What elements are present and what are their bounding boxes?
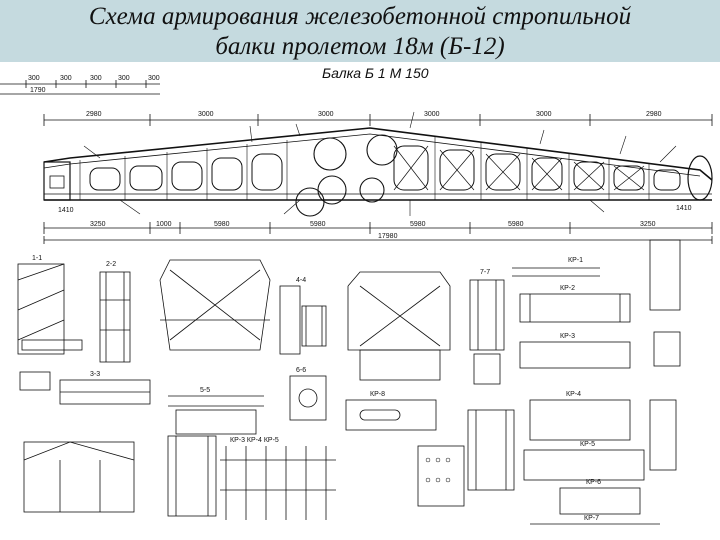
section-label-6: 6-6 xyxy=(296,367,306,374)
slide-title-line-1: Схема армирования железобетонной стропил… xyxy=(88,3,632,30)
left-dim-2: 300 xyxy=(60,75,72,82)
top-dim-1: 2980 xyxy=(86,111,102,118)
top-dim-3: 3000 xyxy=(318,111,334,118)
section-label-1: 1-1 xyxy=(32,255,42,262)
left-dim-5: 300 xyxy=(148,75,160,82)
bottom-dim-2: 1000 xyxy=(156,221,172,228)
top-dim-2: 3000 xyxy=(198,111,214,118)
bottom-dim-3: 5980 xyxy=(214,221,230,228)
top-dim-6: 2980 xyxy=(646,111,662,118)
frame-label-3: КР-3 xyxy=(560,333,575,340)
section-label-7: 7-7 xyxy=(480,269,490,276)
top-dim-5: 3000 xyxy=(536,111,552,118)
bottom-dim-6: 5980 xyxy=(508,221,524,228)
frame-label-7: КР-7 xyxy=(584,515,599,522)
bottom-dim-1: 3250 xyxy=(90,221,106,228)
left-dimension-row xyxy=(0,80,160,95)
frame-label-5: КР-5 xyxy=(580,441,595,448)
bottom-dimension-chain xyxy=(43,222,713,244)
slide-title-line-2: балки пролетом 18м (Б-12) xyxy=(215,33,505,60)
reinforcement-drawing: Балка Б 1 М 150 300 300 300 300 300 1790 xyxy=(0,65,713,525)
left-dim-4: 300 xyxy=(118,75,130,82)
section-details xyxy=(17,239,681,525)
end-dim-left: 1410 xyxy=(58,207,74,214)
section-label-3: 3-3 xyxy=(90,371,100,378)
frame-label-2: КР-2 xyxy=(560,285,575,292)
left-total: 1790 xyxy=(30,87,46,94)
beam-label: Балка Б 1 М 150 xyxy=(322,65,429,81)
top-dim-4: 3000 xyxy=(424,111,440,118)
frame-label-1: КР-1 xyxy=(568,257,583,264)
beam-elevation xyxy=(43,111,713,217)
bottom-dim-4: 5980 xyxy=(310,221,326,228)
end-dim-right: 1410 xyxy=(676,205,692,212)
frame-label-8: КР-8 xyxy=(370,391,385,398)
section-label-5: 5-5 xyxy=(200,387,210,394)
section-label-2: 2-2 xyxy=(106,261,116,268)
frame-label-6: КР-6 xyxy=(586,479,601,486)
slide-title: Схема армирования железобетонной стропил… xyxy=(20,2,700,62)
bottom-dim-5: 5980 xyxy=(410,221,426,228)
frame-label-4: КР-4 xyxy=(566,391,581,398)
left-dim-1: 300 xyxy=(28,75,40,82)
overall-length: 17980 xyxy=(378,233,398,240)
bottom-dim-7: 3250 xyxy=(640,221,656,228)
top-dimension-chain xyxy=(43,114,713,126)
frame-group-label: КР-3 КР-4 КР-5 xyxy=(230,437,279,444)
section-label-4: 4-4 xyxy=(296,277,306,284)
left-dim-3: 300 xyxy=(90,75,102,82)
title-bar: Схема армирования железобетонной стропил… xyxy=(0,0,720,62)
